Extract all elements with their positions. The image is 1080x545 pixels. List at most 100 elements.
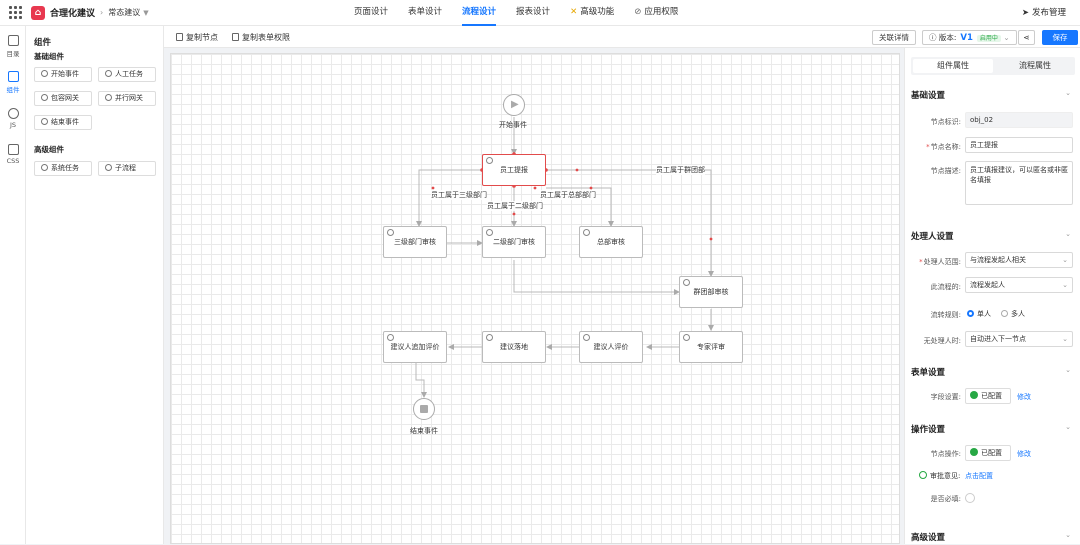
edge-label-hq[interactable]: 员工属于总部部门: [540, 190, 596, 200]
copy-icon: [176, 33, 183, 41]
chevron-down-icon: ⌄: [1062, 281, 1068, 289]
rule-multi-radio[interactable]: 多人: [1001, 309, 1025, 319]
start-event-node[interactable]: ▶: [503, 94, 525, 116]
tab-component-props[interactable]: 组件属性: [913, 59, 993, 73]
chevron-down-icon[interactable]: ▼: [143, 8, 149, 17]
rule-single-radio[interactable]: 单人: [967, 309, 991, 319]
node-group-review[interactable]: 群团部审核: [679, 276, 743, 308]
comp-inclusive-gateway[interactable]: 包容网关: [34, 91, 92, 106]
basic-group-title: 基础组件: [34, 52, 64, 61]
node-expert-review[interactable]: 专家评审: [679, 331, 743, 363]
this-flow-label: 此流程的:: [930, 283, 961, 291]
button-label: 复制表单权限: [242, 33, 290, 42]
handler-range-label: *处理人范围:: [919, 258, 961, 266]
tab-report-design[interactable]: 报表设计: [516, 0, 550, 26]
comp-label: 系统任务: [51, 164, 79, 172]
edge-label-group[interactable]: 员工属于群团部: [656, 165, 705, 175]
node-label: 建议落地: [500, 342, 528, 351]
node-proposer-eval[interactable]: 建议人评价: [579, 331, 643, 363]
play-icon: ▶: [511, 99, 519, 110]
node-name-input[interactable]: 员工提报: [965, 137, 1073, 153]
comp-parallel-gateway[interactable]: 并行网关: [98, 91, 156, 106]
node-id-field: obj_02: [965, 112, 1073, 128]
comp-manual-task[interactable]: 人工任务: [98, 67, 156, 82]
node-desc-textarea[interactable]: 员工填报建议，可以匿名或非匿名填报: [965, 161, 1073, 205]
copy-permission-button[interactable]: 复制表单权限: [232, 32, 290, 43]
edge-label-level2[interactable]: 员工属于二级部门: [487, 201, 543, 211]
comp-end-event[interactable]: 结束事件: [34, 115, 92, 130]
section-ops[interactable]: 操作设置⌄: [911, 423, 1075, 435]
canvas-area: ▶ 开始事件 员工提报 三级部门审核 二级部门审核 总部审核 群团部审核 专家评…: [164, 48, 904, 544]
app-grid-icon[interactable]: [9, 5, 23, 20]
publish-button[interactable]: ➤发布管理: [1022, 6, 1066, 18]
end-event-label: 结束事件: [410, 427, 438, 435]
comp-system-task[interactable]: 系统任务: [34, 161, 92, 176]
section-title: 表单设置: [911, 368, 946, 378]
chevron-down-icon: ⌄: [1065, 366, 1071, 374]
user-icon: [683, 334, 690, 341]
required-switch[interactable]: [965, 493, 975, 503]
tab-label: 页面设计: [354, 7, 389, 17]
app-logo: ⌂: [31, 5, 45, 20]
tab-permissions[interactable]: ⊘应用权限: [634, 0, 678, 26]
iconbar-label: 目录: [6, 49, 20, 58]
no-handler-select[interactable]: 自动进入下一节点⌄: [965, 331, 1073, 347]
section-handler[interactable]: 处理人设置⌄: [911, 230, 1075, 242]
this-flow-select[interactable]: 流程发起人⌄: [965, 277, 1073, 293]
node-label: 建议人追加评价: [390, 342, 440, 351]
catalog-icon: [7, 34, 19, 46]
user-icon: [486, 157, 493, 164]
iconbar-css[interactable]: CSS: [0, 136, 26, 172]
node-label: 群团部审核: [693, 287, 729, 296]
properties-panel: 组件属性 流程属性 基础设置⌄ 节点标识: obj_02 *节点名称: 员工提报…: [904, 48, 1080, 544]
node-level3-review[interactable]: 三级部门审核: [383, 226, 447, 258]
related-detail-button[interactable]: 关联详情: [872, 30, 916, 45]
copy-node-button[interactable]: 复制节点: [176, 32, 218, 43]
check-circle-icon: [970, 391, 978, 399]
section-advanced[interactable]: 高级设置⌄: [911, 531, 1075, 543]
share-icon: ⋖: [1023, 33, 1030, 42]
user-icon: [683, 279, 690, 286]
handler-range-select[interactable]: 与流程发起人相关⌄: [965, 252, 1073, 268]
send-icon: ➤: [1021, 8, 1029, 18]
node-submit[interactable]: 员工提报: [482, 154, 546, 186]
comp-subprocess[interactable]: 子流程: [98, 161, 156, 176]
share-button[interactable]: ⋖: [1018, 30, 1035, 45]
node-id-label: 节点标识:: [930, 118, 961, 126]
comp-label: 开始事件: [51, 70, 79, 78]
tab-flow-props[interactable]: 流程属性: [1019, 61, 1051, 70]
node-append-eval[interactable]: 建议人追加评价: [383, 331, 447, 363]
flow-canvas[interactable]: ▶ 开始事件 员工提报 三级部门审核 二级部门审核 总部审核 群团部审核 专家评…: [170, 53, 900, 544]
advanced-group-title: 高级组件: [34, 145, 64, 154]
comp-start-event[interactable]: 开始事件: [34, 67, 92, 82]
tab-label: 高级功能: [580, 7, 615, 17]
iconbar-catalog[interactable]: 目录: [0, 28, 26, 64]
node-hq-review[interactable]: 总部审核: [579, 226, 643, 258]
property-tabs: 组件属性 流程属性: [911, 57, 1075, 75]
save-button[interactable]: 保存: [1042, 30, 1078, 45]
iconbar-js[interactable]: JS: [0, 100, 26, 136]
edge-label-level3[interactable]: 员工属于三级部门: [431, 190, 487, 200]
section-basic[interactable]: 基础设置⌄: [911, 89, 1075, 101]
end-event-node[interactable]: [413, 398, 435, 420]
ops-edit-link[interactable]: 修改: [1017, 450, 1031, 458]
tab-label: 表单设计: [408, 7, 443, 17]
breadcrumb-form[interactable]: 常态建议: [108, 8, 141, 17]
node-desc-label: 节点描述:: [930, 167, 961, 175]
tab-flow-design[interactable]: 流程设计: [462, 0, 497, 26]
node-label: 总部审核: [597, 237, 625, 246]
gear-icon: [41, 164, 48, 171]
section-form[interactable]: 表单设置 ⌄: [911, 366, 1075, 378]
iconbar-components[interactable]: 组件: [0, 64, 26, 100]
opinion-config-link[interactable]: 点击配置: [965, 472, 993, 480]
tab-page-design[interactable]: 页面设计: [354, 0, 388, 26]
field-edit-link[interactable]: 修改: [1017, 393, 1031, 401]
tab-form-design[interactable]: 表单设计: [408, 0, 442, 26]
node-level2-review[interactable]: 二级部门审核: [482, 226, 546, 258]
node-implement[interactable]: 建议落地: [482, 331, 546, 363]
components-icon: [7, 70, 19, 82]
user-icon: [105, 70, 112, 77]
tab-advanced[interactable]: ✕高级功能: [570, 0, 614, 26]
